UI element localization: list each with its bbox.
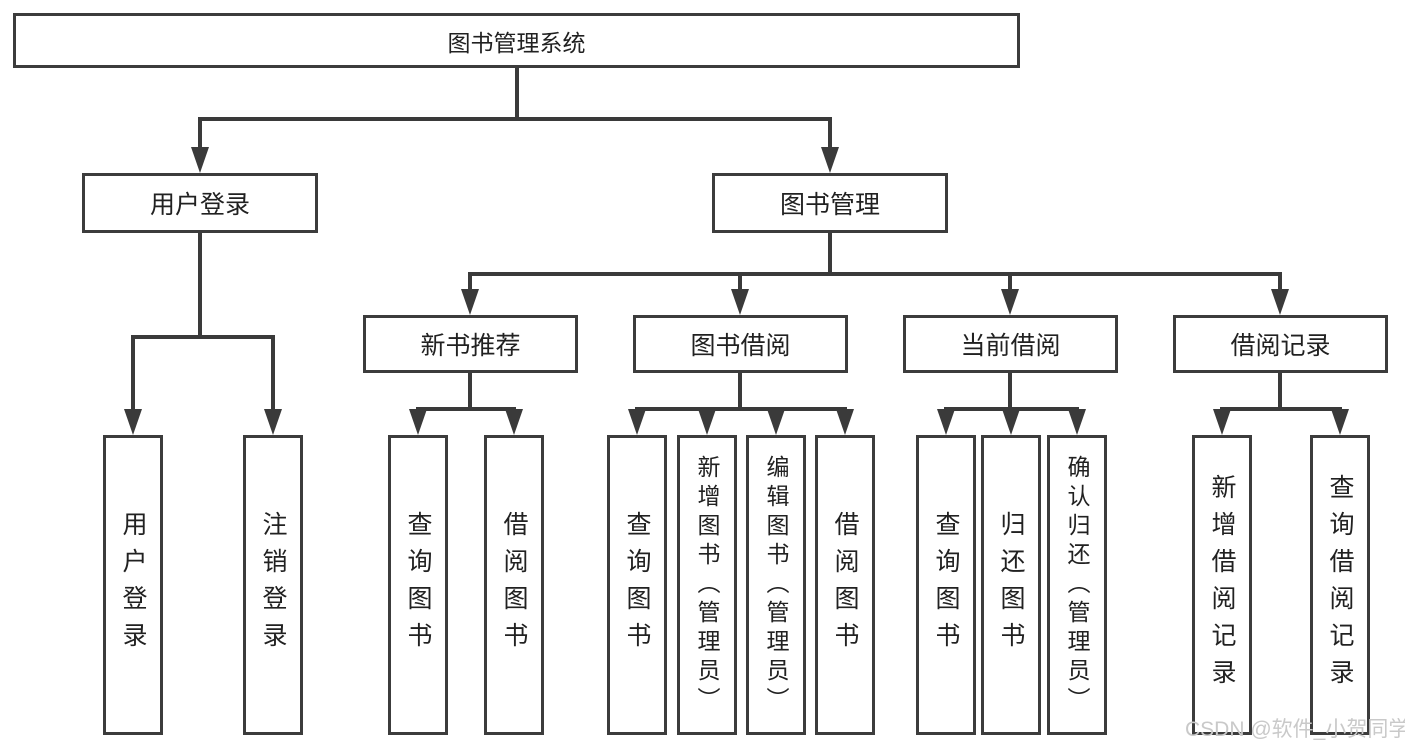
connector-mgmt-bar <box>468 272 1282 276</box>
node-current-borrowing: 当前借阅 <box>903 315 1118 373</box>
node-query-books-recommend: 查询图书 <box>388 435 448 735</box>
node-edit-books-admin: 编辑图书（管理员） <box>746 435 806 735</box>
arrow-down-icon <box>264 409 282 435</box>
node-query-books-current: 查询图书 <box>916 435 976 735</box>
node-book-management-label: 图书管理 <box>779 191 880 219</box>
node-logout-label: 注销登录 <box>259 511 287 659</box>
node-new-book-recommend: 新书推荐 <box>363 315 578 373</box>
arrow-down-icon <box>1001 289 1019 315</box>
node-current-borrowing-label: 当前借阅 <box>960 332 1061 360</box>
node-logout: 注销登录 <box>243 435 303 735</box>
connector-mgmt-stem <box>828 233 832 276</box>
node-query-borrow-record-label: 查询借阅记录 <box>1326 474 1354 696</box>
node-query-books-borrowing: 查询图书 <box>607 435 667 735</box>
connector-user-bar <box>131 335 275 339</box>
connector-login-action-stem <box>131 335 135 413</box>
node-borrow-books-recommend-label: 借阅图书 <box>500 511 528 659</box>
arrow-down-icon <box>1271 289 1289 315</box>
arrow-down-icon <box>461 289 479 315</box>
connector-borrow-bar <box>635 407 847 411</box>
connector-current-borrowing-stem <box>1008 272 1012 293</box>
node-add-books-admin: 新增图书（管理员） <box>677 435 737 735</box>
connector-user-stem <box>198 233 202 339</box>
connector-root-bar <box>198 117 832 121</box>
node-user-login-label: 用户登录 <box>149 191 250 219</box>
connector-records-stem <box>1278 373 1282 411</box>
node-root-label: 图书管理系统 <box>447 29 586 56</box>
connector-book-management-stem <box>828 117 832 150</box>
node-user-login-action-label: 用户登录 <box>119 511 147 659</box>
node-confirm-return-admin-label: 确认归还（管理员） <box>1064 454 1090 716</box>
connector-root-stem <box>515 68 519 121</box>
arrow-down-icon <box>505 409 523 435</box>
node-book-management: 图书管理 <box>712 173 948 233</box>
connector-rec-bar <box>416 407 516 411</box>
arrow-down-icon <box>937 409 955 435</box>
arrow-down-icon <box>409 409 427 435</box>
node-query-books-recommend-label: 查询图书 <box>404 511 432 659</box>
node-edit-books-admin-label: 编辑图书（管理员） <box>763 454 789 716</box>
node-borrowing-records-label: 借阅记录 <box>1230 332 1331 360</box>
node-borrowing-records: 借阅记录 <box>1173 315 1388 373</box>
node-add-borrow-record-label: 新增借阅记录 <box>1208 474 1236 696</box>
node-book-borrowing-label: 图书借阅 <box>690 332 791 360</box>
node-add-books-admin-label: 新增图书（管理员） <box>694 454 720 716</box>
node-borrow-books-label: 借阅图书 <box>831 511 859 659</box>
arrow-down-icon <box>191 147 209 173</box>
node-confirm-return-admin: 确认归还（管理员） <box>1047 435 1107 735</box>
arrow-down-icon <box>628 409 646 435</box>
node-borrow-books-recommend: 借阅图书 <box>484 435 544 735</box>
node-add-borrow-record: 新增借阅记录 <box>1192 435 1252 735</box>
node-root: 图书管理系统 <box>13 13 1020 68</box>
node-query-borrow-record: 查询借阅记录 <box>1310 435 1370 735</box>
node-borrow-books: 借阅图书 <box>815 435 875 735</box>
connector-user-login-stem <box>198 117 202 150</box>
connector-current-stem <box>1008 373 1012 411</box>
node-new-book-recommend-label: 新书推荐 <box>420 332 521 360</box>
node-user-login-action: 用户登录 <box>103 435 163 735</box>
arrow-down-icon <box>1002 409 1020 435</box>
connector-borrow-stem <box>738 373 742 411</box>
connector-records-bar <box>1220 407 1342 411</box>
arrow-down-icon <box>767 409 785 435</box>
arrow-down-icon <box>821 147 839 173</box>
arrow-down-icon <box>731 289 749 315</box>
arrow-down-icon <box>1331 409 1349 435</box>
arrow-down-icon <box>836 409 854 435</box>
arrow-down-icon <box>1213 409 1231 435</box>
node-return-books: 归还图书 <box>981 435 1041 735</box>
node-query-books-current-label: 查询图书 <box>932 511 960 659</box>
csdn-watermark: CSDN @软件_小贺同学 <box>1185 718 1405 741</box>
node-user-login: 用户登录 <box>82 173 318 233</box>
arrow-down-icon <box>1068 409 1086 435</box>
connector-logout-stem <box>271 335 275 413</box>
connector-book-borrowing-stem <box>738 272 742 293</box>
connector-borrowing-records-stem <box>1278 272 1282 293</box>
node-query-books-borrowing-label: 查询图书 <box>623 511 651 659</box>
connector-rec-stem <box>468 373 472 411</box>
node-return-books-label: 归还图书 <box>997 511 1025 659</box>
node-book-borrowing: 图书借阅 <box>633 315 848 373</box>
arrow-down-icon <box>124 409 142 435</box>
arrow-down-icon <box>698 409 716 435</box>
connector-new-book-recommend-stem <box>468 272 472 293</box>
